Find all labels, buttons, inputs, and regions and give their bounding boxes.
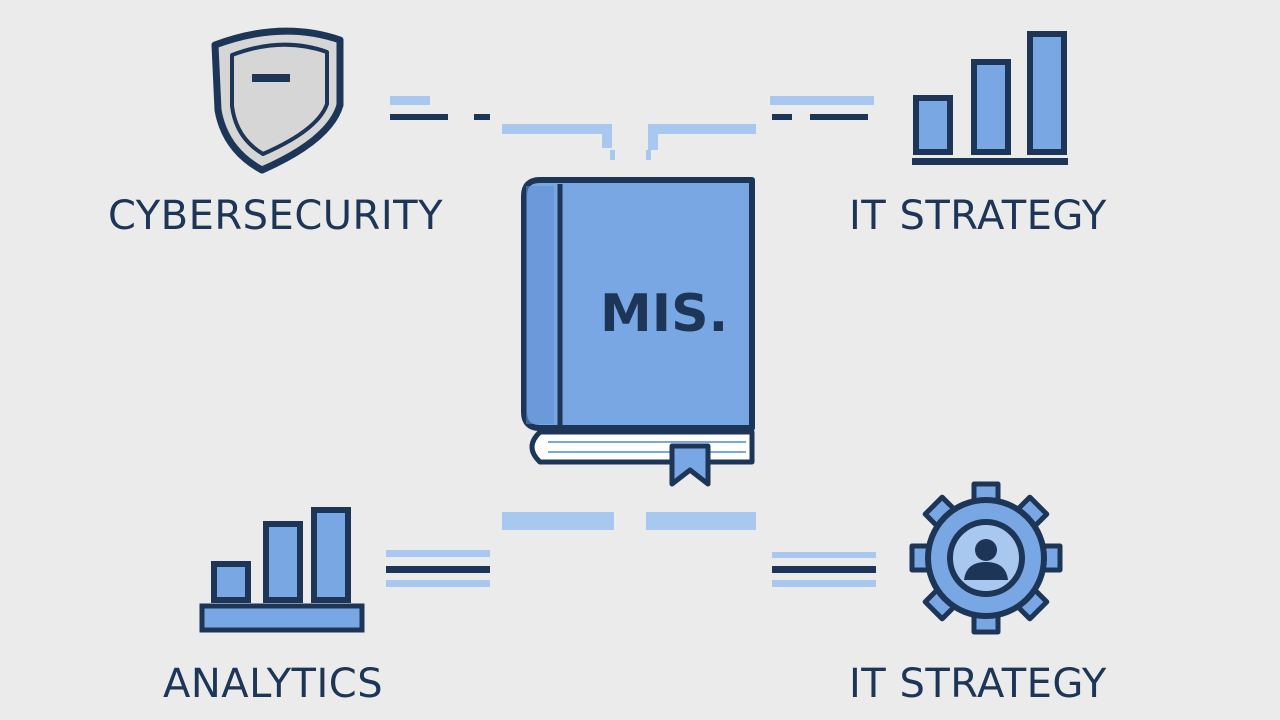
book-icon xyxy=(521,177,755,487)
connector-bottom-right xyxy=(646,512,876,587)
connector-top-left xyxy=(390,96,615,160)
bar-chart-icon xyxy=(199,507,365,633)
bar-chart-icon xyxy=(912,31,1068,165)
gear-person-icon xyxy=(909,481,1063,635)
label-cybersecurity: CYBERSECURITY xyxy=(108,193,443,239)
label-analytics: ANALYTICS xyxy=(163,661,384,707)
book-title: MIS. xyxy=(600,284,729,344)
connector-top-right xyxy=(646,96,874,160)
shield-icon xyxy=(211,27,344,174)
label-it-strategy-top: IT STRATEGY xyxy=(849,193,1107,239)
label-it-strategy-bottom: IT STRATEGY xyxy=(849,661,1107,707)
connector-bottom-left xyxy=(386,512,614,587)
